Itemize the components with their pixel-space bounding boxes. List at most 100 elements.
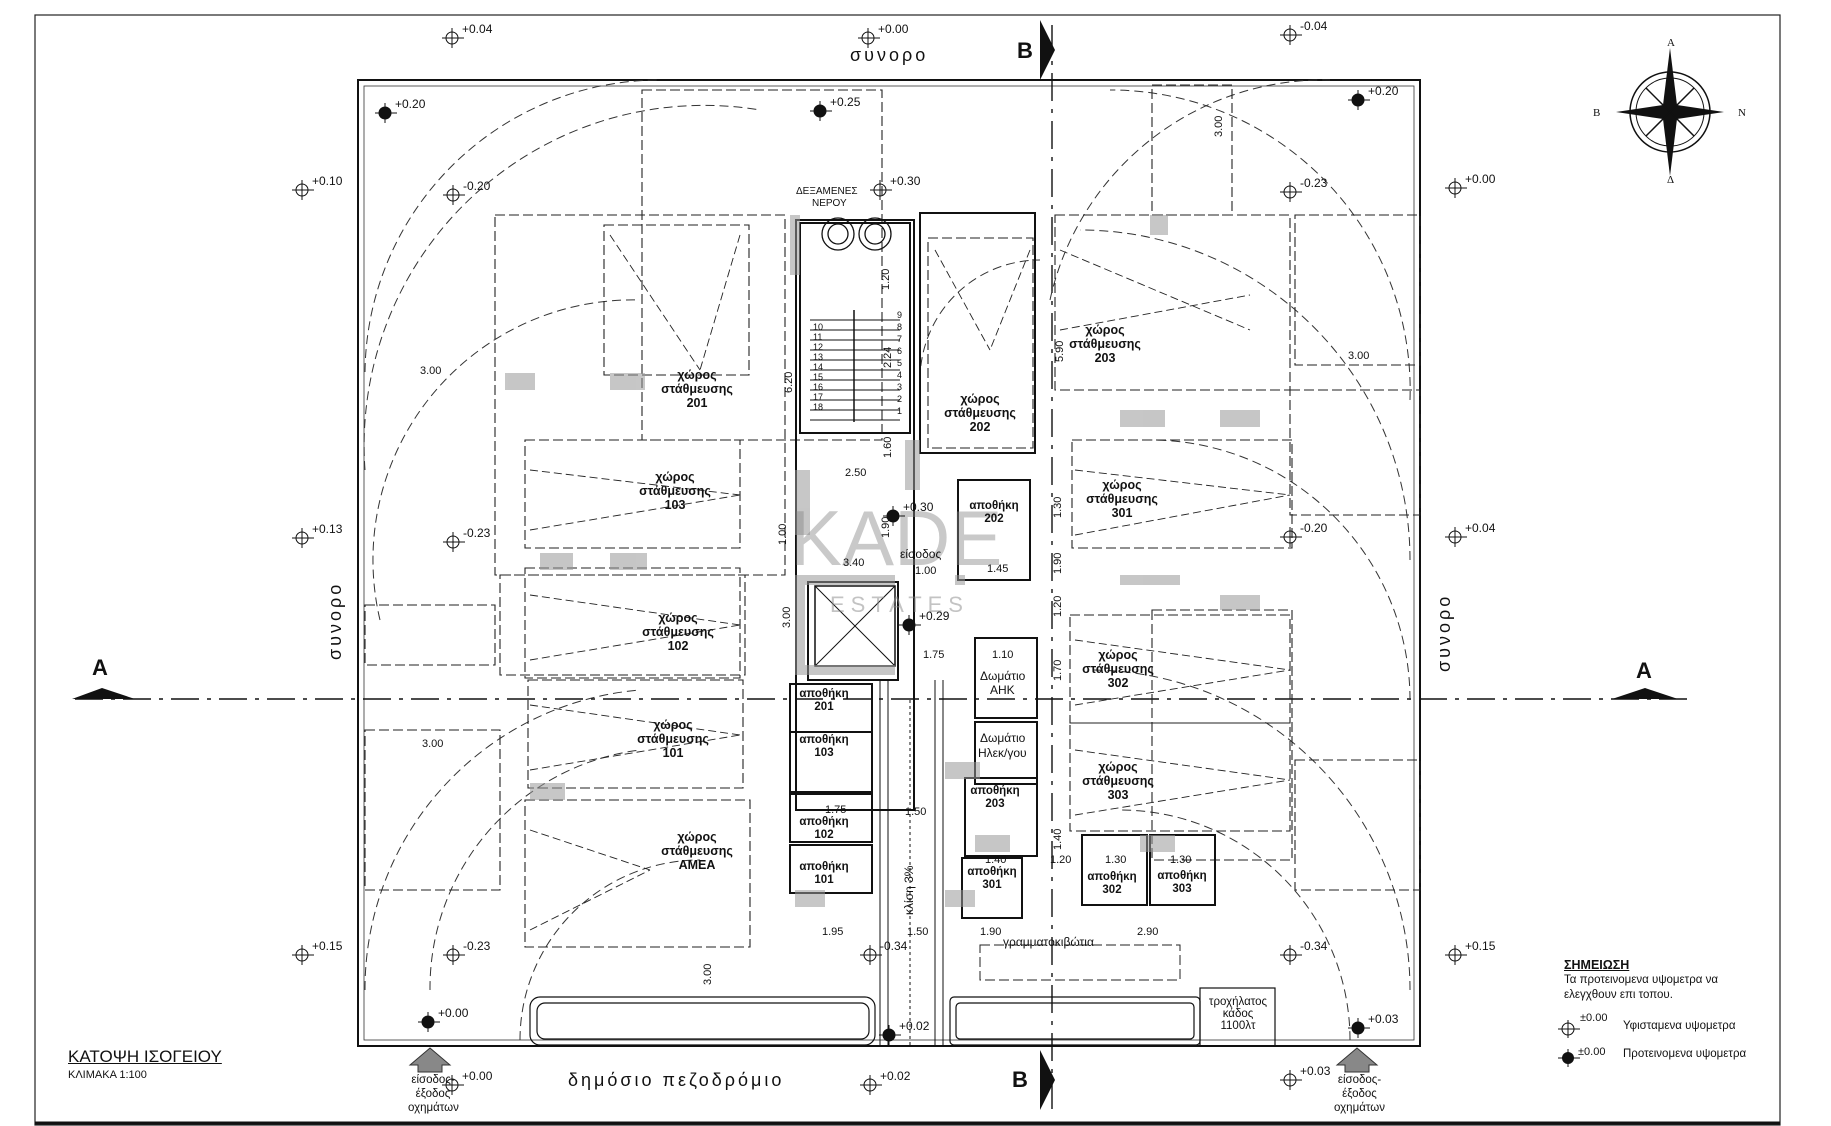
elevation-value: +0.15 — [312, 939, 343, 953]
elevation-value: +0.20 — [1368, 84, 1399, 98]
dimension-label: 3.40 — [843, 557, 865, 569]
elevation-value: +0.29 — [919, 609, 950, 623]
drawing-title: ΚΑΤΟΨΗ ΙΣΟΓΕΙΟΥ — [68, 1047, 222, 1066]
boundary-bottom-label: δημόσιο πεζοδρόμιο — [568, 1070, 785, 1090]
legend-existing-value: ±0.00 — [1580, 1012, 1608, 1024]
section-b-top: B — [1017, 38, 1033, 63]
dimension-label: 1.75 — [825, 804, 847, 816]
compass-rose-icon — [1616, 48, 1724, 176]
stair-step-number: 11 — [813, 332, 823, 342]
stair-step-number: 13 — [813, 352, 824, 362]
dimension-label: 3.00 — [420, 365, 442, 377]
existing-elevation-icon — [1445, 527, 1467, 547]
proposed-elevation-icon — [418, 1012, 440, 1032]
dimension-label: 1.30 — [1105, 854, 1127, 866]
dimension-label: 1.30 — [1170, 854, 1192, 866]
elevation-value: +0.04 — [1465, 521, 1496, 535]
ahk-room-label-1: Δωμάτιο — [980, 669, 1026, 683]
proposed-elevation-icon — [1348, 90, 1370, 110]
elevation-value: +0.03 — [1300, 1064, 1331, 1078]
boundary-left-label: συνορο — [325, 581, 345, 660]
elevation-value: +0.30 — [890, 174, 921, 188]
elevation-value: +0.00 — [878, 22, 909, 36]
stair-step-number: 14 — [813, 362, 824, 372]
existing-elevation-icon — [860, 945, 882, 965]
stair-step-number: 1 — [897, 406, 903, 416]
entrance-label: είσοδος — [900, 547, 942, 561]
elevation-value: +0.20 — [395, 97, 426, 111]
dimension-label: 1.50 — [907, 926, 929, 938]
elevation-value: +0.02 — [880, 1069, 911, 1083]
existing-elevation-icon — [1280, 527, 1302, 547]
stair-step-number: 3 — [897, 382, 903, 392]
boundary-right-label: συνορο — [1434, 593, 1454, 672]
existing-elevation-icon — [1280, 182, 1302, 202]
stair-step-number: 4 — [897, 370, 903, 380]
elevation-value: +0.02 — [899, 1019, 930, 1033]
proposed-elevation-icon — [883, 506, 905, 526]
dimension-label: 3.00 — [781, 606, 793, 628]
dimension-label: 1.40 — [985, 854, 1007, 866]
dimension-label: 1.60 — [882, 436, 894, 458]
elevation-value: -0.23 — [463, 939, 491, 953]
proposed-elevation-icon — [1558, 1049, 1580, 1067]
elevation-value: +0.00 — [438, 1006, 469, 1020]
existing-elevation-icon — [860, 1075, 882, 1095]
legend-symbols — [1558, 1020, 1580, 1067]
note-heading: ΣΗΜΕΙΩΣΗ — [1564, 958, 1630, 972]
dimension-label: 3.00 — [702, 963, 714, 985]
ramp-slope-label: κλίση 3% — [902, 865, 916, 915]
stair-step-number: 9 — [897, 310, 903, 320]
dimension-label: 1.20 — [1050, 854, 1072, 866]
proposed-elevation-icon — [810, 101, 832, 121]
elevation-value: +0.15 — [1465, 939, 1496, 953]
boundary-top-label: συνορο — [850, 45, 929, 65]
dimension-label: 3.00 — [422, 738, 444, 750]
compass-west-label: B — [1593, 107, 1601, 119]
stair-step-number: 15 — [813, 372, 824, 382]
stair-step-number: 5 — [897, 358, 903, 368]
stair-step-number: 7 — [897, 334, 903, 344]
dimension-label: 2.90 — [1137, 926, 1159, 938]
elevation-value: +0.10 — [312, 174, 343, 188]
existing-elevation-icon — [870, 180, 892, 200]
section-b-bottom: B — [1012, 1067, 1028, 1092]
watermark-sub: ESTATES — [830, 592, 969, 617]
water-tanks-label-2: ΝΕΡΟΥ — [812, 198, 847, 209]
dimension-label: 1.10 — [992, 649, 1014, 661]
proposed-elevation-icon — [879, 1025, 901, 1045]
existing-elevation-icon — [443, 532, 465, 552]
ahk-room-label-2: ΑΗΚ — [990, 683, 1015, 697]
elevation-value: -0.34 — [880, 939, 908, 953]
proposed-elevation-icon — [899, 615, 921, 635]
dimension-label: 1.95 — [822, 926, 844, 938]
dimension-label: 1.20 — [1052, 595, 1064, 617]
elevation-value: -0.23 — [1300, 176, 1328, 190]
stair-step-number: 17 — [813, 392, 824, 402]
elevation-value: +0.00 — [462, 1069, 493, 1083]
elevation-value: -0.34 — [1300, 939, 1328, 953]
existing-elevation-icon — [292, 945, 314, 965]
existing-elevation-icon — [858, 28, 880, 48]
dimension-label: 1.40 — [1052, 828, 1064, 850]
dimension-label: 6.20 — [783, 371, 795, 393]
stair-step-number: 18 — [813, 402, 824, 412]
dimension-label: 1.70 — [1052, 659, 1064, 681]
dimension-label: 1.20 — [880, 268, 892, 290]
elevation-value: +0.00 — [1465, 172, 1496, 186]
existing-elevation-icon — [443, 185, 465, 205]
elevation-value: +0.03 — [1368, 1012, 1399, 1026]
